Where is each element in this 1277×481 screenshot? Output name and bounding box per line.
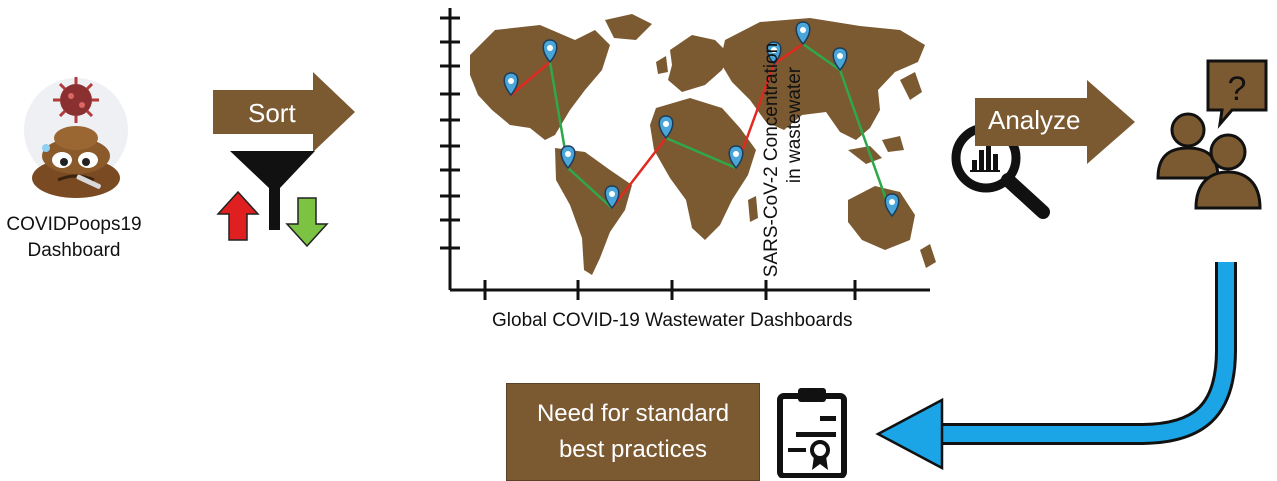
y-axis [440,8,460,290]
map-pin-icon [832,47,848,72]
analyze-arrow-label: Analyze [988,105,1081,135]
result-box-line1: Need for standard [536,400,730,427]
up-arrow-icon [216,190,260,241]
map-pin-icon [658,115,674,140]
result-box: Need for standard best practices [506,383,760,481]
world-map-chart: SARS-CoV-2 Concentration in wastewater [440,8,936,300]
chart-x-label: Global COVID-19 Wastewater Dashboards [492,310,853,331]
chart-ylabel-line2: in wastewater [784,66,805,183]
analyze-arrow [975,80,1135,164]
logo-title-line1: COVIDPoops19 [6,214,142,235]
sort-arrow [213,72,355,152]
clipboard-certificate-icon [777,388,847,478]
logo-title-line2: Dashboard [27,240,121,261]
map-pin-icon [728,145,744,170]
feedback-loop-arrow [875,262,1237,470]
location-pins [503,21,900,218]
x-axis [450,280,930,300]
map-pin-icon [560,145,576,170]
map-pin-icon [766,41,782,66]
logo-title: COVIDPoops19 Dashboard [0,212,148,264]
down-arrow-icon [285,197,329,248]
funnel-icon [230,151,315,230]
result-box-line2: best practices [558,436,708,463]
poop-emoji-with-virus-icon [24,77,128,198]
map-pin-icon [795,21,811,46]
map-pin-icon [542,39,558,64]
sort-arrow-label: Sort [248,98,296,128]
map-pin-icon [503,72,519,97]
svg-text:?: ? [1228,70,1247,108]
chart-ylabel-line1: SARS-CoV-2 Concentration [761,43,782,277]
people-question-icon: ? [1156,59,1268,210]
map-pin-icon [884,193,900,218]
map-pin-icon [604,185,620,210]
